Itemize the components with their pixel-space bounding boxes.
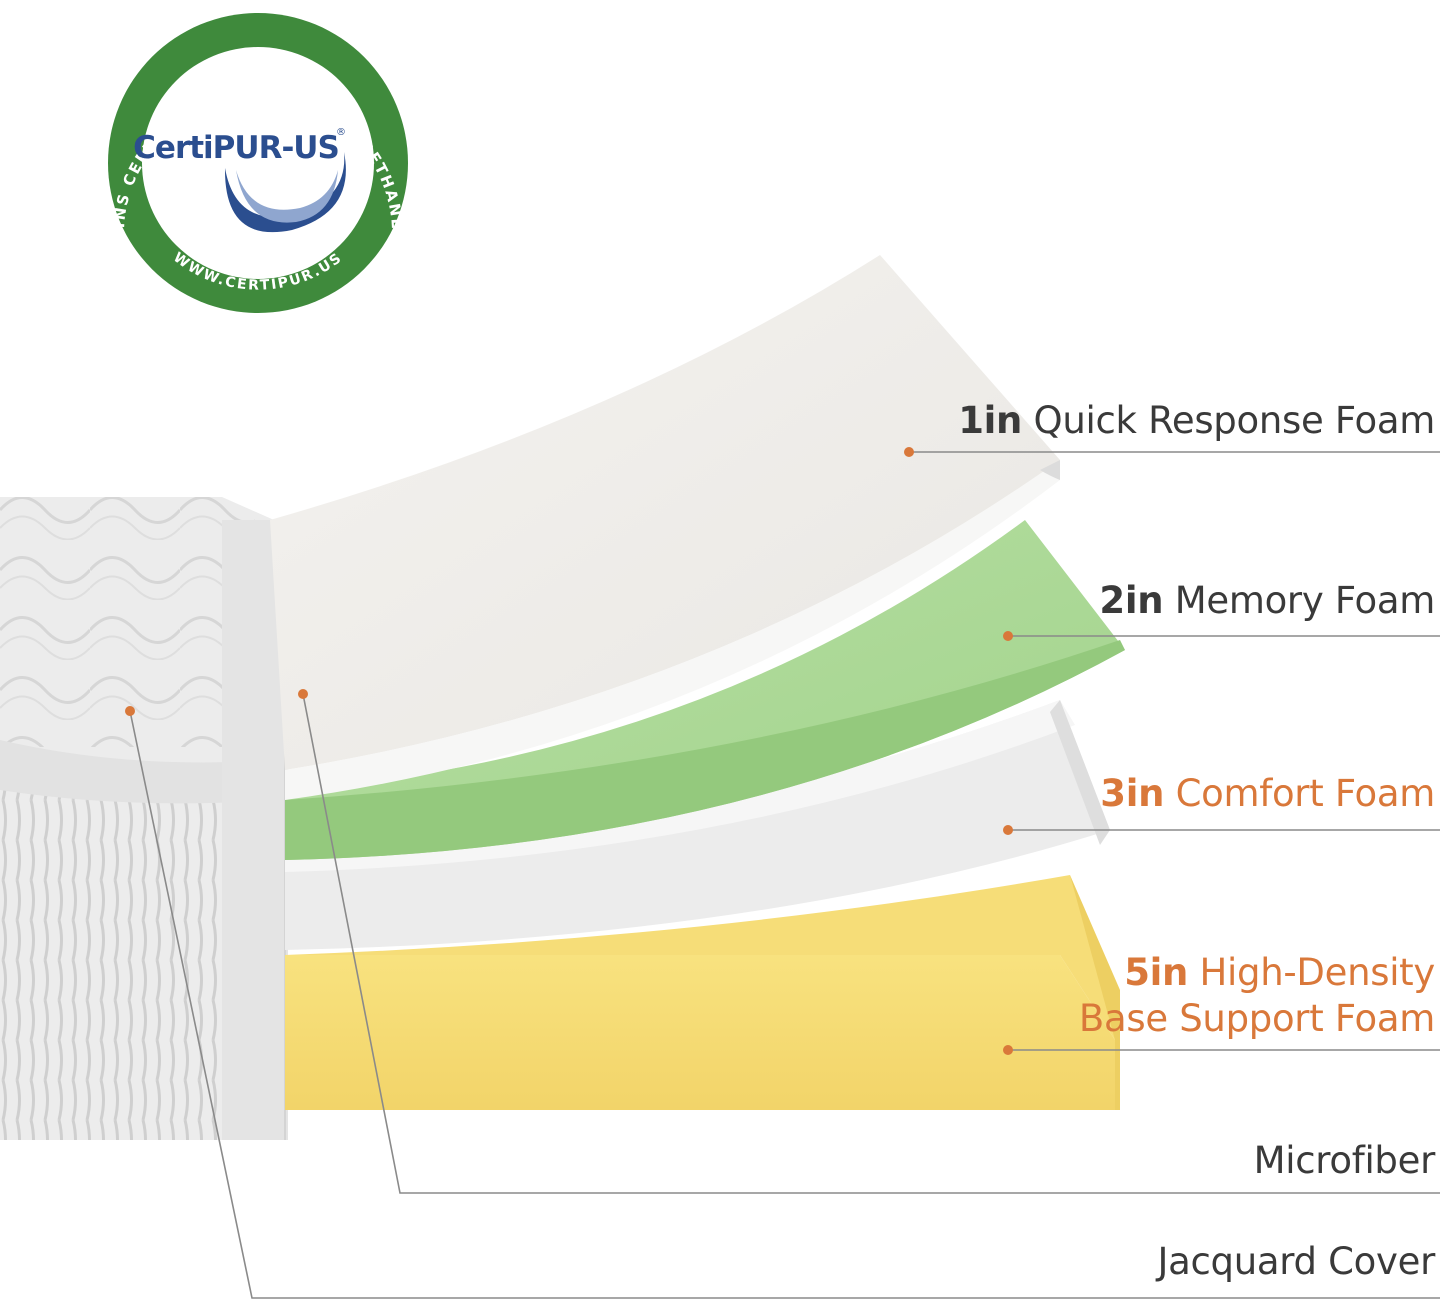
label-comfort-text: Comfort Foam <box>1175 772 1436 815</box>
dot-quick <box>904 447 914 457</box>
badge-brand-mark: ® <box>336 127 346 138</box>
label-memory-text: Memory Foam <box>1174 579 1436 622</box>
badge-brand: CertiPUR-US <box>133 130 339 166</box>
label-cover-text: Jacquard Cover <box>1157 1240 1436 1283</box>
dot-microfiber <box>298 689 308 699</box>
label-base-size: 5in <box>1124 951 1189 994</box>
label-jacquard-cover: Jacquard Cover <box>1158 1239 1436 1285</box>
leader-cover <box>129 710 1440 1299</box>
badge-center <box>142 47 374 279</box>
callout-dots <box>125 447 1013 1055</box>
dot-base <box>1003 1045 1013 1055</box>
swoosh-highlight-icon <box>236 170 338 223</box>
label-quick-response-foam: 1in Quick Response Foam <box>958 398 1435 444</box>
leader-microfiber <box>302 693 1440 1194</box>
certipur-badge: CONTAINS CERTIFIED FLEXIBLE POLYURETHANE… <box>0 0 408 313</box>
label-quick-text: Quick Response Foam <box>1033 399 1436 442</box>
quick-response-foam-layer <box>270 255 1060 800</box>
jacquard-cover-block <box>0 497 288 1140</box>
label-comfort-size: 3in <box>1100 772 1165 815</box>
label-base-text-line2: Base Support Foam <box>1078 997 1435 1040</box>
label-microfiber-text: Microfiber <box>1253 1139 1436 1182</box>
memory-foam-layer <box>285 520 1125 860</box>
label-quick-size: 1in <box>958 399 1023 442</box>
dot-memory <box>1003 631 1013 641</box>
label-base-support-foam: 5in High-Density Base Support Foam <box>1079 950 1435 1042</box>
label-memory-foam: 2in Memory Foam <box>1099 578 1435 624</box>
dot-comfort <box>1003 825 1013 835</box>
label-base-text-line1: High-Density <box>1199 951 1436 994</box>
label-microfiber: Microfiber <box>1253 1138 1436 1184</box>
dot-cover <box>125 706 135 716</box>
base-support-foam-layer <box>285 875 1120 1110</box>
label-memory-size: 2in <box>1099 579 1164 622</box>
leader-lines <box>129 451 1440 1299</box>
label-comfort-foam: 3in Comfort Foam <box>1100 771 1435 817</box>
